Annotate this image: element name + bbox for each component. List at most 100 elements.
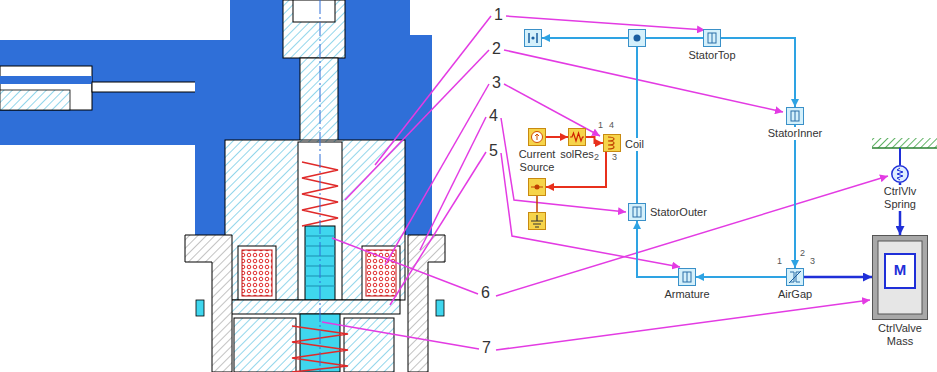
callout-number: 6 [481, 284, 490, 301]
stator-block-icon [708, 33, 716, 43]
stator-block: StatorOuter [628, 203, 646, 221]
armature-block-icon [683, 272, 691, 282]
electric-connector [546, 136, 568, 138]
node-label: Coil [624, 138, 645, 151]
magnetic-connector [637, 221, 678, 277]
ground-symbol [529, 213, 546, 230]
resistor-symbol: solRes [568, 128, 586, 146]
stator-block-icon [791, 111, 799, 121]
ground-wire [536, 196, 538, 212]
mass-symbol-letter: M [894, 261, 907, 278]
current-source-icon [532, 132, 543, 143]
pin-number-box: 2 [800, 249, 805, 259]
armature-block-icon [687, 272, 688, 282]
mass-block-icon [885, 254, 915, 288]
electric-junction [529, 179, 546, 196]
valve-housing [293, 0, 335, 22]
coil-symbol-icon [608, 137, 614, 149]
outer-sleeve [196, 300, 204, 316]
leader-line [390, 152, 486, 305]
fixed-ground [872, 138, 937, 165]
stator-block-icon [712, 33, 713, 43]
pin-number-box: 2 [594, 153, 599, 163]
magnetic-wire [542, 38, 703, 203]
pin-number-box: 4 [609, 121, 614, 131]
valve-housing [300, 58, 338, 142]
resistor-symbol-icon [570, 133, 584, 141]
leader-line [385, 84, 489, 265]
node-label-box: Armature [652, 288, 722, 301]
armature-block: Armature [678, 268, 696, 286]
armature [230, 226, 400, 372]
electric-junction [529, 179, 546, 196]
node-label: CtrlValve Mass [869, 322, 931, 348]
stator-insert [238, 246, 276, 300]
stator-block-icon [795, 111, 796, 121]
node-label: Current Source [514, 148, 560, 174]
callout-number-box: 4 [489, 107, 498, 125]
pin-number-box: 1 [777, 257, 782, 267]
electric-connector [586, 137, 603, 143]
node-label: StatorOuter [649, 206, 708, 219]
leader-line [332, 238, 478, 294]
outer-sleeve [408, 235, 445, 372]
pin-number: 3 [612, 152, 617, 162]
armature [234, 318, 296, 372]
leader-line [506, 16, 705, 30]
current-source-icon [535, 134, 539, 140]
electric-junction [531, 187, 543, 188]
stator-insert [362, 246, 400, 300]
node-label-box: CtrlVlv Spring [876, 185, 924, 211]
node-label: StatorTop [687, 49, 736, 62]
stator-block-icon [628, 203, 646, 221]
node-label-box: StatorInner [755, 127, 835, 140]
leader-line [496, 176, 888, 296]
node-label: CtrlVlv Spring [876, 185, 924, 211]
leader-line [496, 300, 870, 350]
armature [344, 318, 394, 372]
coil-symbol-icon [603, 134, 621, 152]
callout-number: 5 [489, 142, 498, 159]
magnetic-wire [542, 37, 628, 39]
pin-number-box: 3 [612, 153, 617, 163]
callout-number: 7 [482, 339, 491, 356]
spring-symbol-icon [897, 168, 903, 180]
magnetic-junction [629, 30, 646, 47]
callout-number-box: 7 [482, 339, 491, 357]
node-label-box: StatorTop [677, 49, 747, 62]
ground-symbol [529, 213, 546, 230]
node-label-box: solRes [557, 148, 597, 161]
pin-number: 3 [810, 256, 815, 266]
stator-insert [225, 140, 405, 300]
flux-source-block [525, 30, 542, 47]
fixed-ground [872, 138, 937, 148]
air-gap-block-icon [789, 271, 801, 283]
fixed-ground [872, 147, 937, 149]
ground-symbol [531, 215, 543, 227]
stator-block-icon [786, 107, 804, 125]
stator-block-icon [633, 207, 641, 217]
valve-housing [0, 90, 70, 110]
leader-line [322, 322, 479, 349]
magnetic-connector [696, 276, 786, 278]
valve-housing [283, 0, 345, 58]
flux-source-block [529, 33, 537, 43]
mass-symbol-letter-box: M [885, 262, 915, 279]
stator-block-icon [787, 108, 804, 125]
mass-block-icon [873, 236, 928, 320]
callout-number-box: 5 [489, 142, 498, 160]
stator-block: StatorInner [786, 107, 804, 125]
node-label-box: StatorOuter [649, 206, 708, 219]
fixed-ground [899, 148, 901, 165]
valve-housing [0, 76, 92, 84]
stator-block-icon [637, 207, 638, 217]
air-gap-block-icon [786, 268, 804, 286]
armature-block-icon [679, 269, 696, 286]
solenoid-coil [242, 250, 272, 296]
node-label-box: AirGap [765, 288, 825, 301]
node-label-box: CtrlValve Mass [869, 322, 931, 348]
